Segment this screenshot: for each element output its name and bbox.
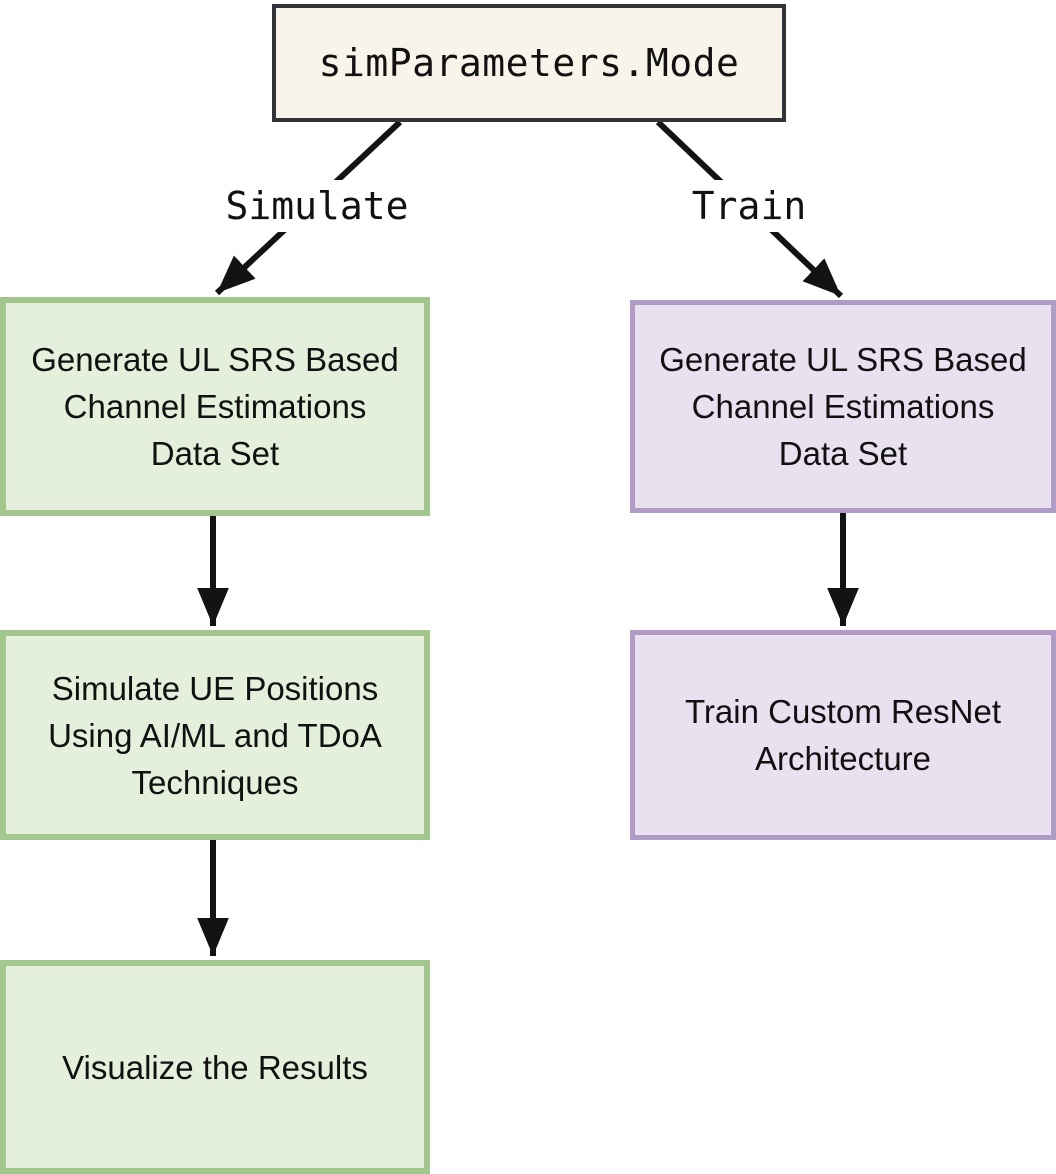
node-sim-parameters-mode: simParameters.Mode (272, 4, 786, 122)
node-simulate-ue-positions-label: Simulate UE Positions Using AI/ML and TD… (48, 669, 382, 801)
node-train-generate-dataset: Generate UL SRS Based Channel Estimation… (630, 300, 1056, 513)
node-train-resnet-label: Train Custom ResNet Architecture (684, 693, 1002, 777)
edge-label-simulate: Simulate (217, 180, 417, 232)
node-visualize-results-label: Visualize the Results (62, 1048, 368, 1086)
node-simulate-generate-dataset: Generate UL SRS Based Channel Estimation… (0, 297, 430, 516)
node-simulate-generate-dataset-label: Generate UL SRS Based Channel Estimation… (31, 341, 399, 472)
node-train-resnet: Train Custom ResNet Architecture (630, 630, 1056, 840)
node-visualize-results: Visualize the Results (0, 960, 430, 1174)
node-simulate-ue-positions: Simulate UE Positions Using AI/ML and TD… (0, 630, 430, 840)
edge-label-train: Train (683, 180, 815, 232)
node-train-generate-dataset-label: Generate UL SRS Based Channel Estimation… (659, 341, 1027, 472)
node-sim-parameters-mode-label: simParameters.Mode (318, 41, 740, 85)
